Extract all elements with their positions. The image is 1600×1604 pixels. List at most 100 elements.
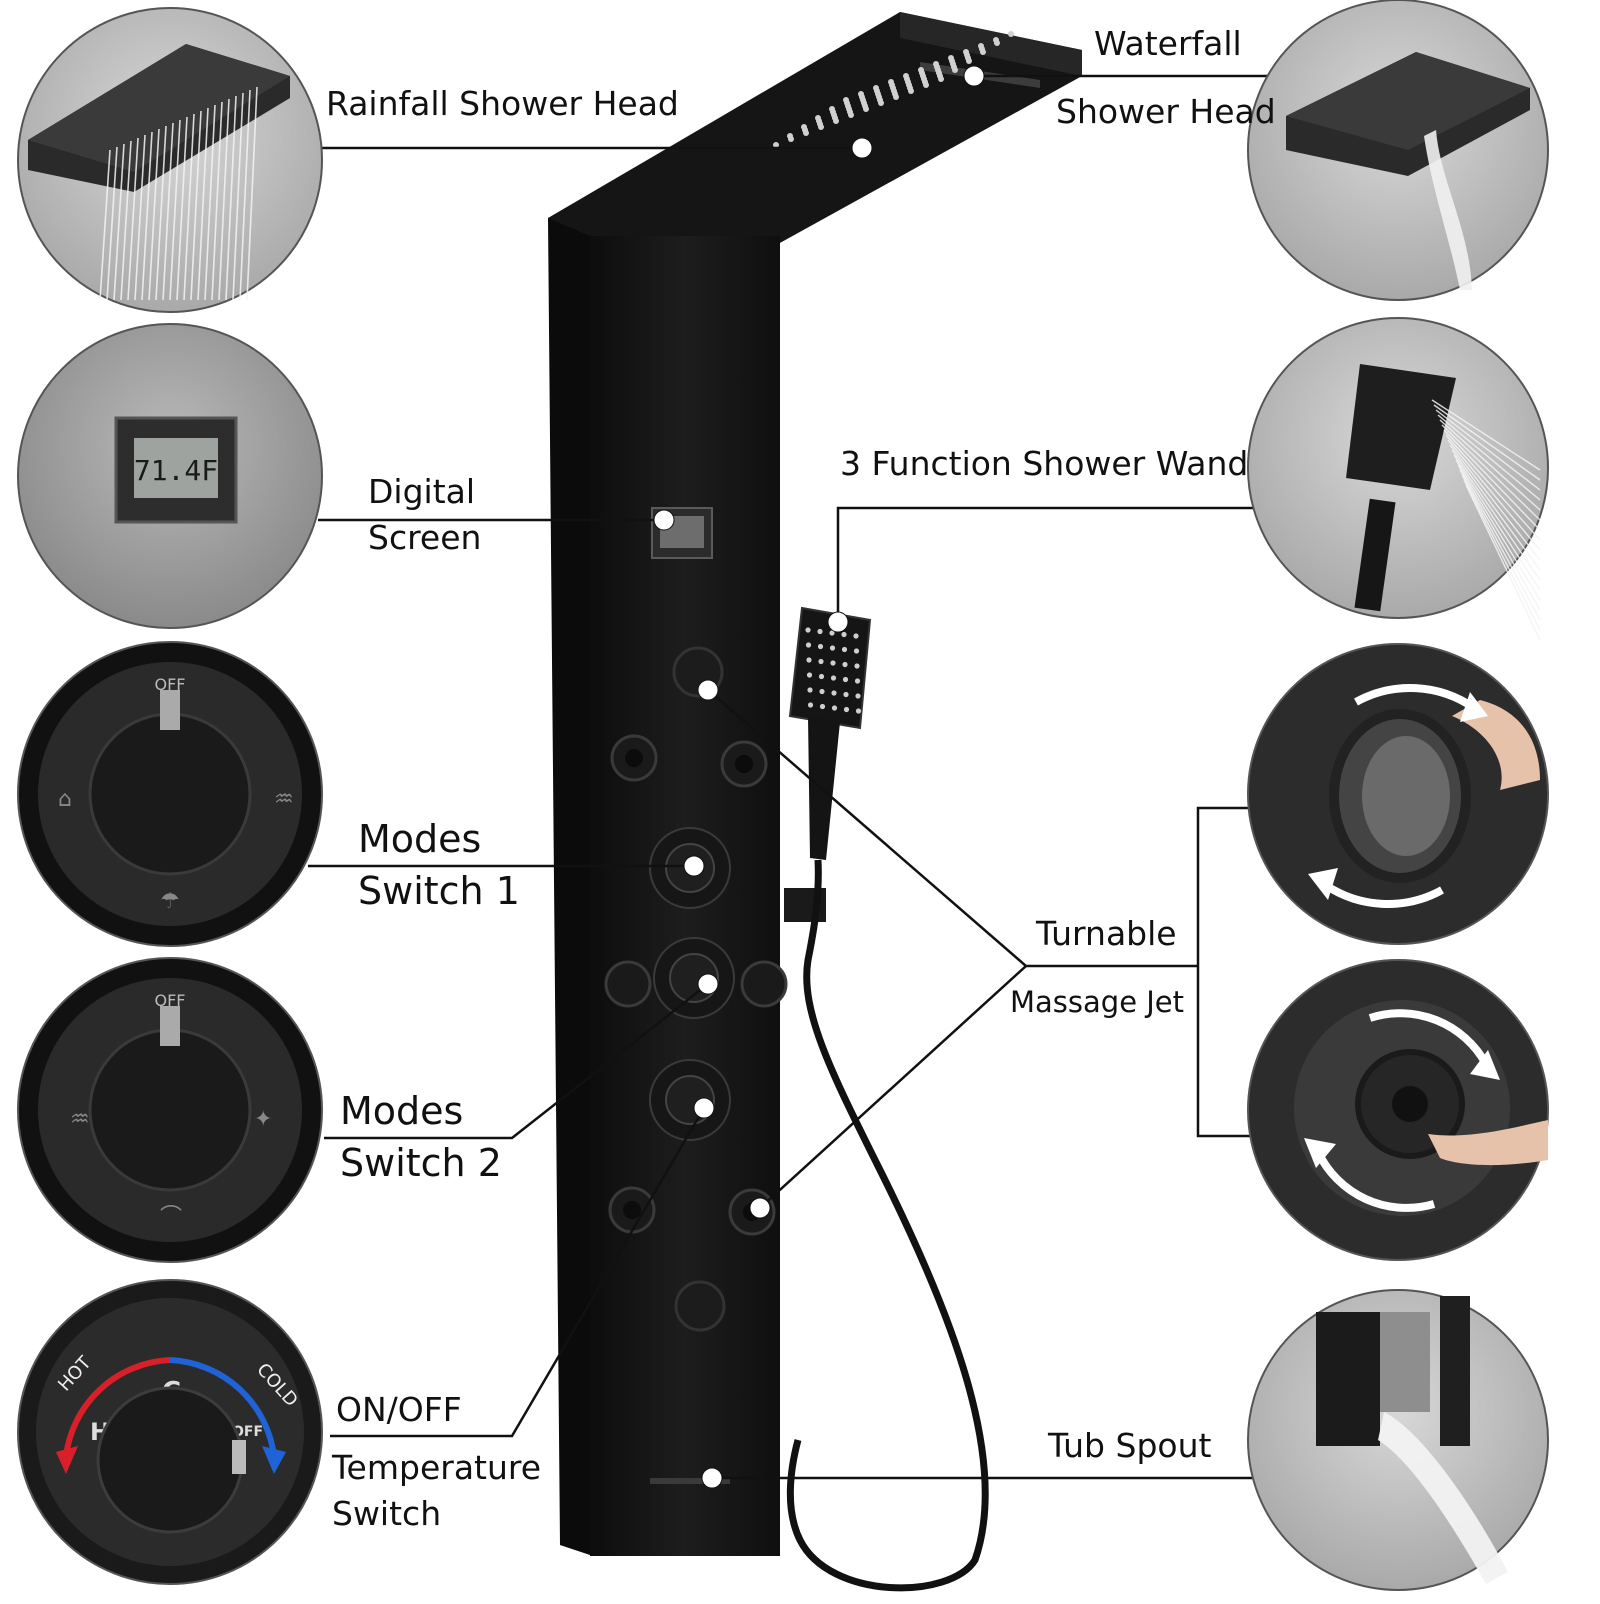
- label-digital: Digital: [368, 472, 476, 511]
- water-streak: [239, 89, 251, 301]
- nozzle-dot: [807, 702, 814, 708]
- dial-off-label: OFF: [155, 675, 186, 694]
- nozzle-dot: [830, 660, 836, 666]
- cold-arc: [169, 1357, 277, 1457]
- panel-temperature-switch[interactable]: [649, 1059, 731, 1141]
- leader-temperature: [330, 1107, 706, 1438]
- nozzle-dot: [855, 693, 861, 699]
- nozzle-dot: [831, 690, 837, 696]
- rain-icon: ☂: [160, 889, 180, 914]
- hand-shower-wand[interactable]: [784, 606, 989, 1592]
- leader-wand: [836, 506, 1290, 622]
- nozzle-dot: [818, 673, 825, 680]
- water-streak: [197, 107, 209, 301]
- dial-off-label: OFF: [232, 1424, 263, 1440]
- dial-off-label: OFF: [155, 991, 186, 1010]
- massage-jet[interactable]: [604, 960, 652, 1008]
- nozzle-dot: [938, 76, 944, 82]
- water-streak: [148, 128, 160, 301]
- label-switch-2: Switch 2: [340, 1141, 502, 1185]
- detail-modes-switch-1: OFF ⌂ ♒ ☂: [17, 641, 323, 947]
- water-streak: [1451, 449, 1541, 571]
- label-waterfall: Waterfall: [1094, 24, 1242, 63]
- nozzle-dot: [830, 675, 837, 681]
- nozzle-dot: [818, 124, 824, 130]
- nozzle-dot: [818, 658, 824, 665]
- massage-jet[interactable]: [608, 1186, 656, 1234]
- label-shower-head: Shower Head: [1056, 92, 1276, 131]
- nozzle-dot: [854, 678, 861, 684]
- rotate-arrow-icon: [1460, 692, 1488, 722]
- nozzle-dot: [829, 645, 836, 651]
- panel-modes-switch-2[interactable]: [653, 937, 735, 1019]
- water-streak: [141, 131, 153, 301]
- label-tub-spout: Tub Spout: [1048, 1426, 1212, 1465]
- nozzle-dot: [853, 633, 859, 639]
- nozzle-dot: [843, 691, 849, 698]
- nozzle-dot: [805, 627, 811, 633]
- water-streak: [232, 92, 244, 301]
- massage-jet[interactable]: [720, 740, 768, 788]
- water-streak: [218, 98, 230, 301]
- water-streak: [246, 86, 258, 301]
- nozzle-dot: [819, 688, 825, 695]
- nozzle-dot: [817, 628, 823, 635]
- rotate-arrow-icon: [1304, 1138, 1336, 1168]
- spout-icon: ⌒: [160, 1205, 182, 1230]
- label-temperature: Temperature: [332, 1448, 542, 1487]
- label-modes-2: Modes: [340, 1089, 464, 1133]
- water-streak: [1441, 424, 1541, 521]
- water-streak: [106, 146, 118, 301]
- leader-massage-bracket: [1196, 806, 1282, 1138]
- nozzle-dot: [908, 88, 914, 94]
- nozzle-dot: [819, 703, 826, 710]
- water-streak: [211, 101, 223, 301]
- label-screen: Screen: [368, 518, 482, 557]
- nozzle-dot: [803, 130, 809, 136]
- nozzle-dot: [831, 705, 838, 711]
- nozzle-dot: [805, 642, 812, 648]
- label-turnable: Turnable: [1036, 914, 1177, 953]
- massage-jet[interactable]: [740, 960, 788, 1008]
- label-massage-jet: Massage Jet: [1010, 985, 1185, 1019]
- nozzle-dot: [893, 94, 899, 100]
- detail-digital-screen: 71.4F: [17, 323, 323, 629]
- panel-knob-bottom[interactable]: [674, 1280, 726, 1332]
- water-streak: [1437, 414, 1541, 501]
- detail-turnable-jet-rotate: [1247, 643, 1549, 945]
- massage-jet[interactable]: [610, 734, 658, 782]
- nozzle-dot: [833, 118, 839, 124]
- nozzle-dot: [773, 142, 779, 148]
- leader-lines: [308, 74, 1304, 1480]
- callout-dots: [653, 65, 985, 1489]
- water-streak: [127, 137, 139, 301]
- nozzle-dot: [966, 58, 972, 64]
- detail-temperature-switch: HOT COLD H C OFF: [17, 1279, 323, 1585]
- water-streak: [183, 113, 195, 301]
- nozzle-dot: [806, 672, 813, 678]
- hot-arc: [63, 1357, 171, 1457]
- label-shower-wand: 3 Function Shower Wand: [840, 444, 1249, 483]
- water-streak: [190, 110, 202, 301]
- water-streak: [1443, 429, 1541, 531]
- water-streak: [134, 134, 146, 301]
- label-switch: Switch: [332, 1494, 442, 1533]
- water-streak: [162, 122, 174, 301]
- detail-modes-switch-2: OFF ♒ ✦ ⌒: [17, 957, 323, 1263]
- water-streak: [169, 119, 181, 301]
- label-on-off: ON/OFF: [336, 1390, 462, 1429]
- water-streak: [1431, 399, 1541, 471]
- tub-spout-slot: [650, 1478, 730, 1484]
- water-streak: [155, 125, 167, 301]
- water-streak: [1457, 464, 1541, 601]
- shower-panel: [548, 12, 1082, 1556]
- water-streak: [1435, 409, 1541, 491]
- water-streak: [1449, 444, 1541, 561]
- label-modes-1: Modes: [358, 817, 482, 861]
- rotate-arrow-icon: [1308, 868, 1338, 900]
- nozzle-dot: [807, 687, 813, 693]
- detail-turnable-jet-press: [1247, 959, 1549, 1261]
- nozzle-dot: [788, 136, 794, 142]
- rainfall-nozzles: [773, 31, 1014, 148]
